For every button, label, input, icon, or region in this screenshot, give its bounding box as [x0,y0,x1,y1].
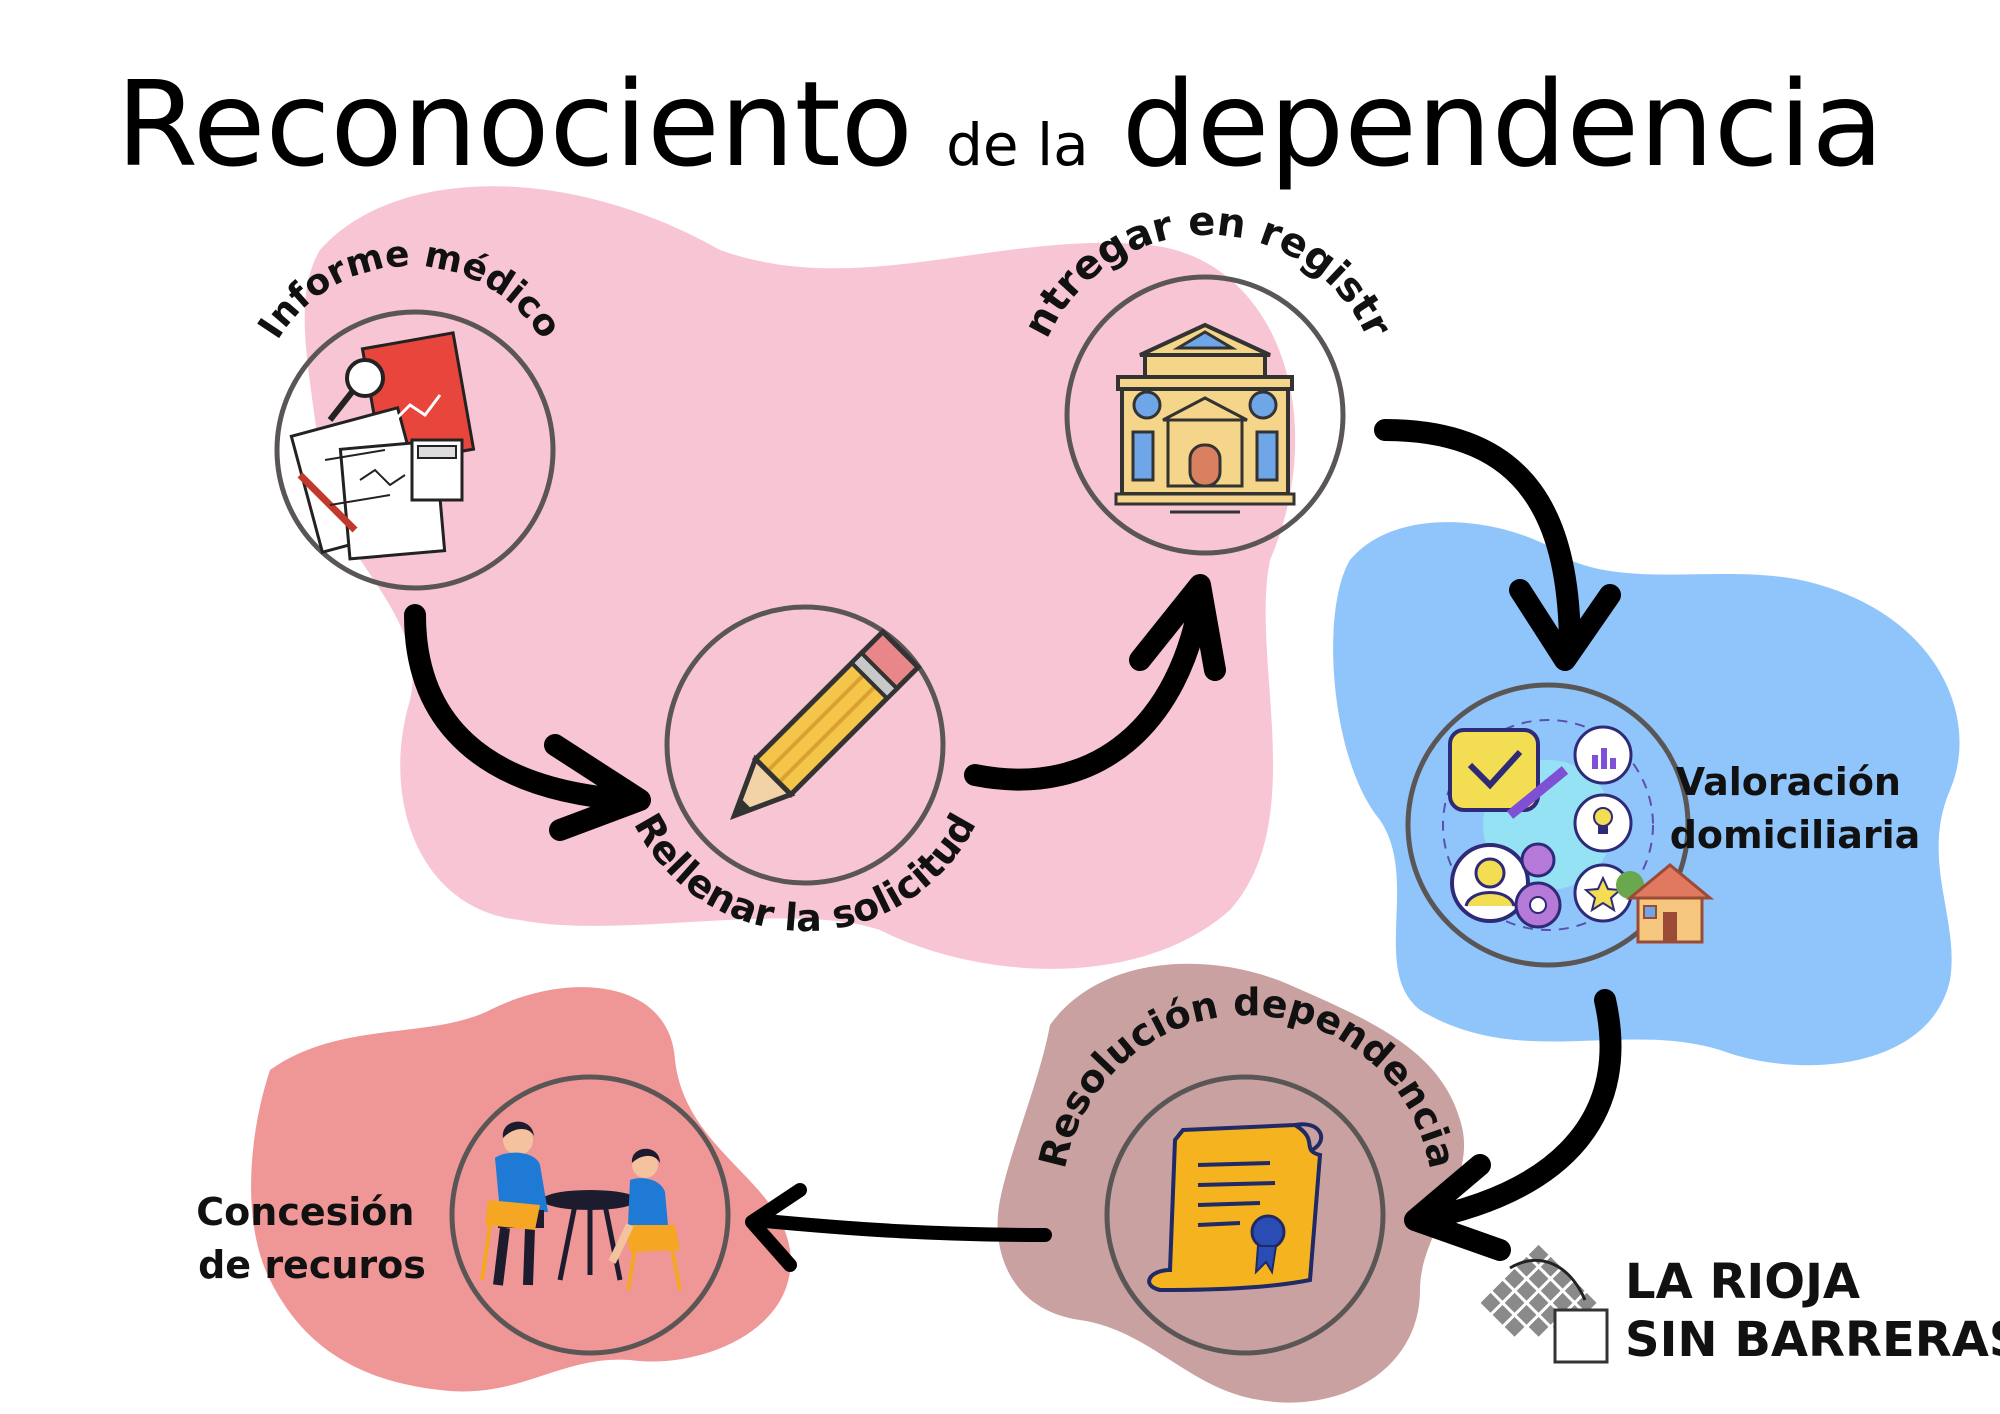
pencil-icon [730,628,922,820]
gear-icon-small [1520,842,1556,878]
circle-concesion [449,1074,731,1356]
label-concesion-line1: Concesión [196,1190,414,1234]
government-building-icon [1114,322,1296,514]
medical-report-icon [289,331,476,561]
arrow-valoracion-to-resolucion [1409,989,1622,1231]
pink-blob [304,186,1296,969]
label-valoracion: Valoración domiciliaria [1670,760,1921,857]
logo-text: LA RIOJA SIN BARRERAS [1625,1254,2000,1368]
title-part-2: de la [946,111,1089,179]
arrow-resolucion-to-concesion-head [745,1183,807,1272]
arrow-registro-to-valoracion [1374,419,1581,661]
arrow-informe-to-solicitud-head [544,734,651,841]
page-title: Reconociento de la dependencia [116,55,1884,193]
label-concesion: Concesión de recuros [196,1190,427,1287]
logo-line-2: SIN BARRERAS [1625,1312,2000,1368]
step-circles [274,274,1691,1356]
arrow-solicitud-to-registro [964,589,1211,791]
circle-informe [274,309,556,591]
la-rioja-sin-barreras-logo: LA RIOJA SIN BARRERAS [1480,1244,2000,1368]
blue-blob [1333,522,1960,1066]
seal-icon [1250,1214,1286,1250]
arrow-solicitud-to-registro-head [1129,574,1226,681]
certificate-scroll-icon [1147,1122,1324,1293]
arrow-informe-to-solicitud [404,604,641,811]
title-part-3: dependencia [1122,55,1884,193]
label-valoracion-line2: domiciliaria [1670,813,1921,857]
arrows [404,419,1622,1272]
consultation-icon [480,1121,682,1291]
label-concesion-line2: de recuros [198,1243,426,1287]
arrow-valoracion-to-resolucion-head [1404,1154,1511,1261]
arrow-resolucion-to-concesion [748,1213,1052,1242]
circle-solicitud [664,604,946,886]
arrow-registro-to-valoracion-head [1509,579,1621,671]
circle-resolucion [1104,1074,1386,1356]
house-icon [1616,863,1715,944]
title-part-1: Reconociento [116,55,913,193]
assessment-icon [1442,719,1654,931]
circle-valoracion [1405,682,1691,968]
logo-mark-icon [1480,1244,1597,1337]
label-valoracion-line1: Valoración [1676,760,1901,804]
logo-line-1: LA RIOJA [1625,1254,1860,1310]
circle-registro [1064,274,1346,556]
